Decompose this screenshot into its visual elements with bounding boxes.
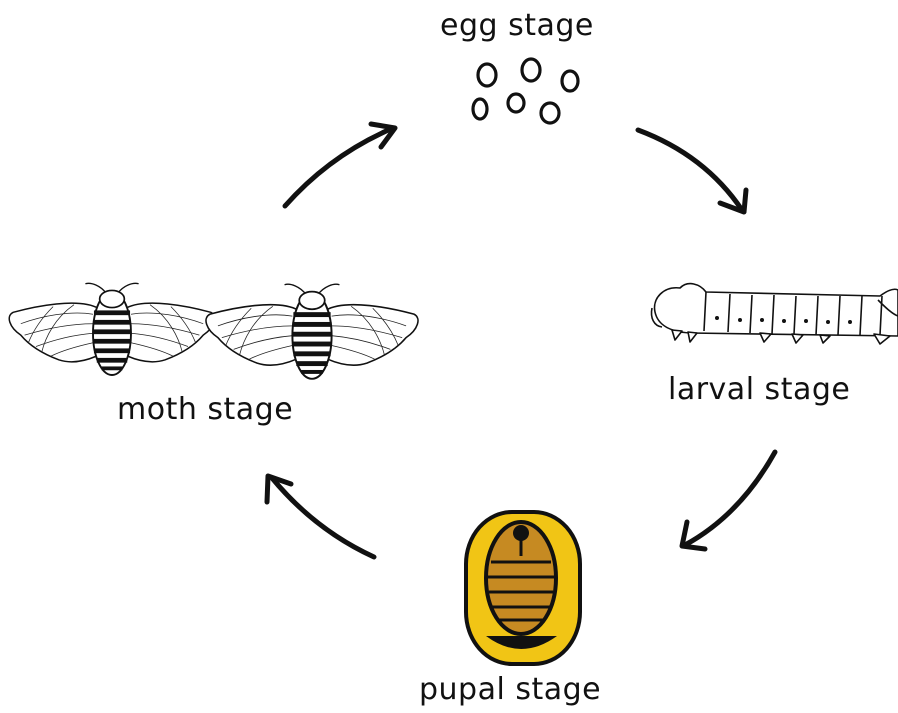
moth-illustration-right bbox=[206, 284, 418, 379]
arrow-egg-to-larva bbox=[638, 130, 746, 212]
moth-stage-label: moth stage bbox=[117, 392, 293, 427]
arrow-larva-to-pupa bbox=[682, 452, 775, 549]
pupal-stage-label: pupal stage bbox=[419, 672, 601, 707]
caterpillar-illustration bbox=[651, 284, 898, 344]
pupa-illustration bbox=[466, 512, 580, 664]
moth-illustration-left bbox=[9, 283, 215, 375]
egg-stage-label: egg stage bbox=[440, 8, 594, 43]
arrow-moth-to-egg bbox=[285, 124, 395, 206]
arrow-pupa-to-moth bbox=[267, 476, 374, 557]
egg-cluster bbox=[473, 59, 578, 123]
larval-stage-label: larval stage bbox=[668, 372, 850, 407]
